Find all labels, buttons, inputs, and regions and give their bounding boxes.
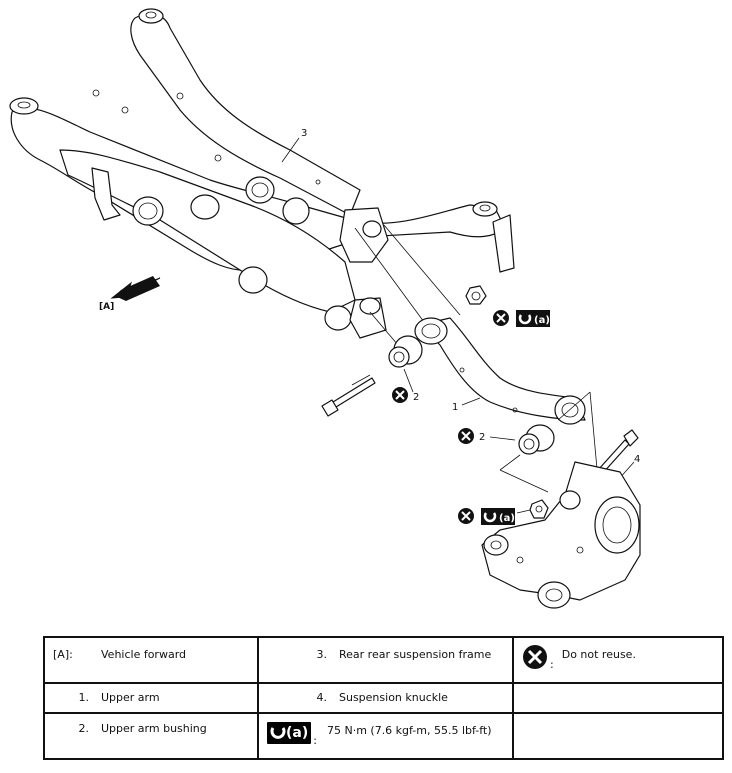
suspension-knuckle [481, 461, 641, 609]
legend-key: 2. [78, 722, 90, 735]
legend-value: Upper arm bushing [101, 722, 207, 735]
do-not-reuse-icon [458, 428, 474, 444]
legend-cell: [A]: Vehicle forward [43, 636, 259, 684]
upper-arm-bushing [518, 424, 555, 455]
legend-key: 4. [316, 691, 328, 704]
legend-cell: 3. Rear rear suspension frame [257, 636, 514, 684]
legend-value: Upper arm [101, 691, 160, 704]
do-not-reuse-icon [458, 508, 474, 524]
exploded-view-illustration: [A] 3 (a) 1 2 [9, 8, 641, 609]
bushing-callout-b: 2 [479, 432, 485, 443]
wrench-glyph-icon [270, 727, 286, 739]
knuckle-callout: 4 [634, 454, 640, 465]
legend-key: : [313, 734, 317, 747]
rear-suspension-frame [9, 8, 515, 339]
legend-row: 2. Upper arm bushing (a) : 75 N·m (7.6 k… [43, 712, 724, 760]
bolt [597, 429, 639, 475]
vehicle-forward-arrow [110, 276, 161, 301]
legend-row: 1. Upper arm 4. Suspension knuckle [43, 682, 724, 714]
legend-value: 75 N·m (7.6 kgf-m, 55.5 lbf-ft) [326, 724, 492, 737]
legend-value: Suspension knuckle [339, 691, 448, 704]
legend-value: Vehicle forward [101, 648, 187, 661]
upper-arm-callout: 1 [452, 402, 458, 413]
upper-arm [414, 317, 586, 425]
nut [529, 499, 549, 519]
legend-key: 1. [78, 691, 90, 704]
torque-callout-b: (a) [499, 513, 515, 524]
torque-callout-a: (a) [534, 315, 550, 326]
legend-key: [A]: [53, 648, 73, 661]
bolt [321, 377, 376, 417]
torque-wrench-icon: (a) [481, 508, 515, 525]
do-not-reuse-icon [523, 645, 547, 669]
legend-cell: 4. Suspension knuckle [257, 682, 514, 714]
torque-badge-label: (a) [286, 725, 309, 741]
legend-cell [512, 682, 724, 714]
bushing-callout-a: 2 [413, 392, 419, 403]
frame-callout: 3 [301, 128, 307, 139]
legend-row: [A]: Vehicle forward 3. Rear rear suspen… [43, 636, 724, 684]
legend-table: [A]: Vehicle forward 3. Rear rear suspen… [43, 636, 724, 760]
do-not-reuse-icon [493, 310, 509, 326]
legend-cell: (a) : 75 N·m (7.6 kgf-m, 55.5 lbf-ft) [257, 712, 514, 760]
legend-cell [512, 712, 724, 760]
torque-wrench-icon: (a) [516, 310, 550, 327]
forward-callout: [A] [99, 302, 114, 312]
legend-key: : [550, 658, 554, 671]
nut [465, 285, 487, 305]
do-not-reuse-icon [392, 387, 408, 403]
upper-arm-bushing [388, 335, 423, 368]
torque-wrench-icon: (a) [267, 722, 312, 744]
legend-cell: : Do not reuse. [512, 636, 724, 684]
legend-key: 3. [316, 648, 328, 661]
legend-cell: 2. Upper arm bushing [43, 712, 259, 760]
legend-value: Do not reuse. [561, 648, 636, 661]
legend-value: Rear rear suspension frame [339, 648, 492, 661]
legend-cell: 1. Upper arm [43, 682, 259, 714]
